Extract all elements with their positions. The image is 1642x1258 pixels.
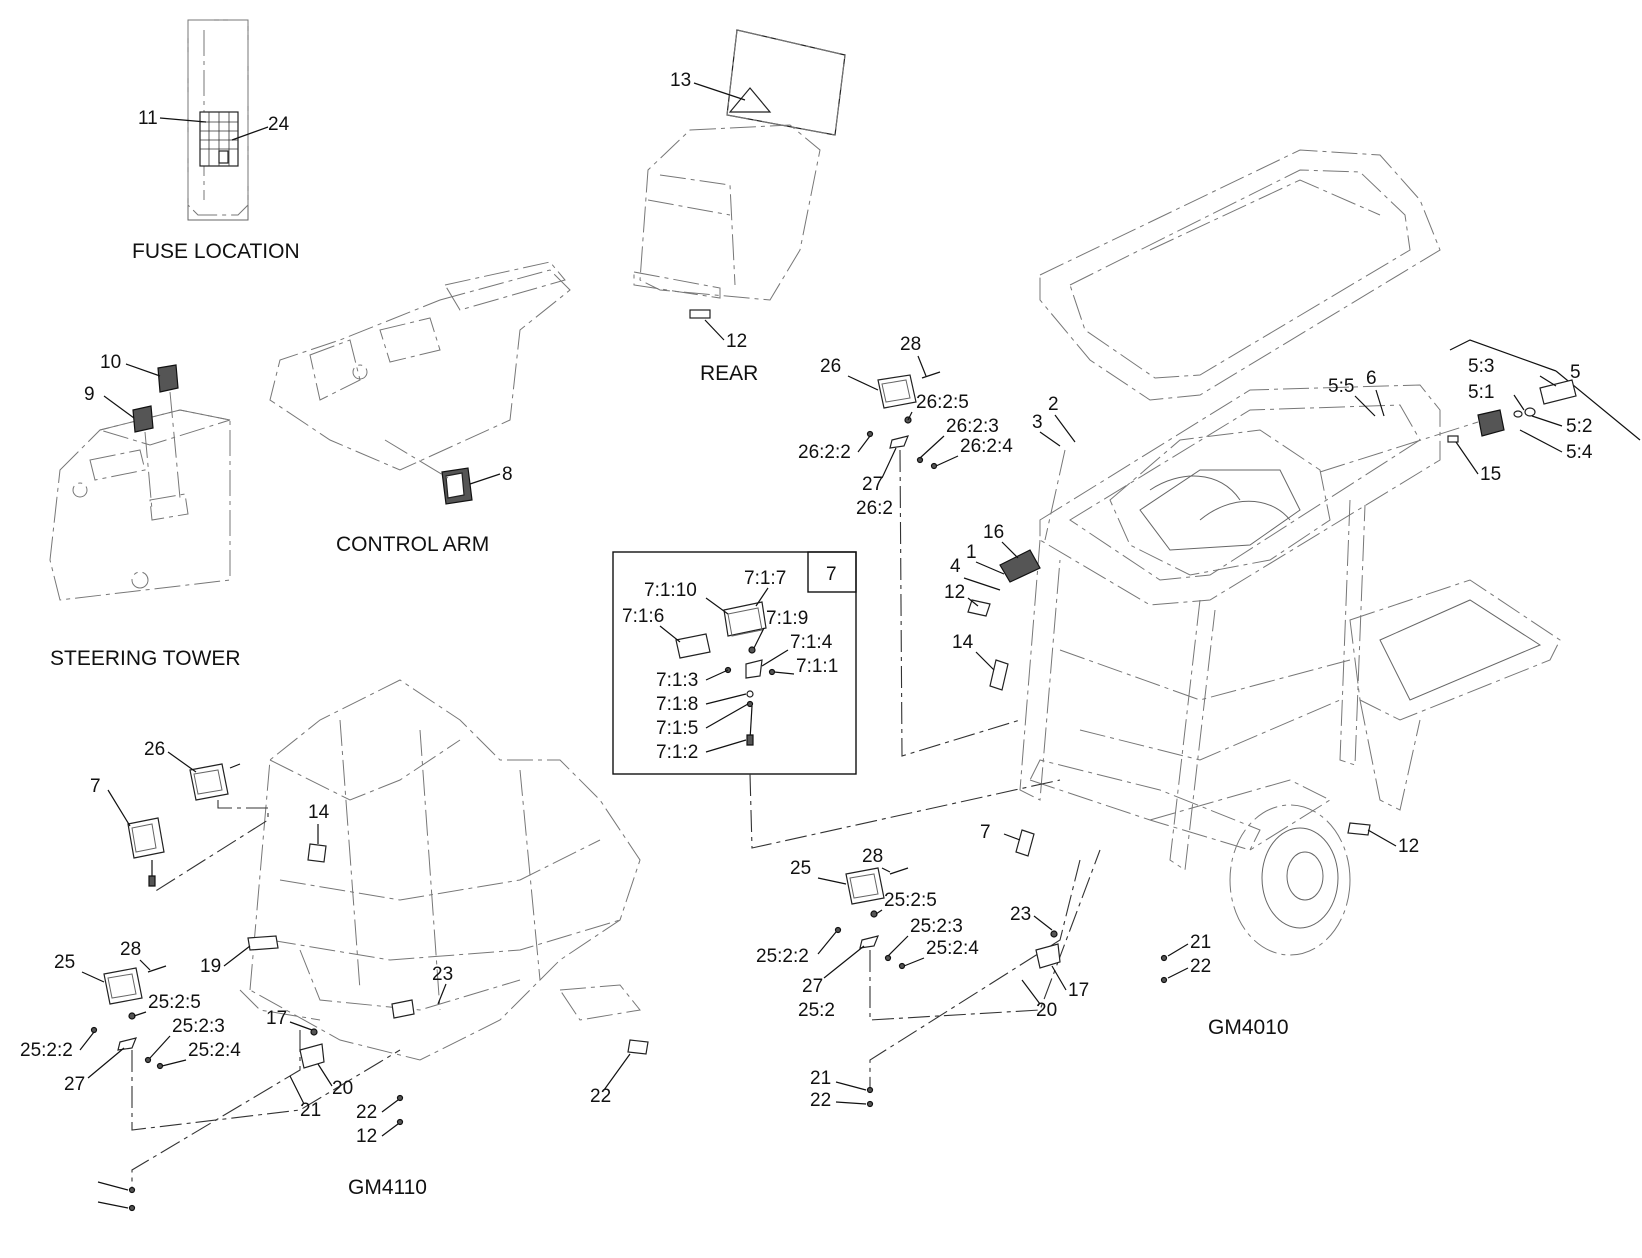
detail-box-7 xyxy=(612,551,857,775)
callout-17-gm4010: 17 xyxy=(1068,980,1089,1001)
callout-5-5: 5:5 xyxy=(1328,376,1354,397)
lamps-left xyxy=(127,763,241,887)
callout-8: 8 xyxy=(502,464,513,485)
callout-18: 19 xyxy=(200,956,221,977)
callout-5-1: 5:1 xyxy=(1468,382,1494,403)
callout-25-2-2-mid: 25:2:2 xyxy=(756,946,809,967)
callout-7-1-1: 7:1:1 xyxy=(796,656,838,677)
callout-25-2-2-left: 25:2:2 xyxy=(20,1040,73,1061)
callout-16: 16 xyxy=(983,522,1004,543)
callout-27-left: 27 xyxy=(64,1074,85,1095)
callout-5: 5 xyxy=(1570,362,1581,383)
callout-25-mid: 25 xyxy=(790,858,811,879)
callout-7-left: 7 xyxy=(90,776,101,797)
callout-26-2-4: 26:2:4 xyxy=(960,436,1013,457)
callout-22-gm4010-left: 22 xyxy=(810,1090,831,1111)
callout-12-gm4110-lower: 22 xyxy=(590,1086,611,1107)
callout-14-upper: 14 xyxy=(952,632,974,653)
callout-7-1-2: 7:1:2 xyxy=(656,742,698,763)
callout-6: 6 xyxy=(1366,368,1377,389)
callout-28-upper: 28 xyxy=(900,334,921,355)
fuse-panel-drawing xyxy=(187,19,249,221)
callout-23-gm4110: 17 xyxy=(266,1008,287,1029)
callout-24: 24 xyxy=(268,114,290,135)
callout-25-left: 25 xyxy=(54,952,75,973)
callout-2: 2 xyxy=(1048,394,1059,415)
caption-fuse-location: FUSE LOCATION xyxy=(132,240,300,263)
gm4010-drawing xyxy=(967,149,1561,956)
callout-20-gm4010: 20 xyxy=(1036,1000,1057,1021)
callout-12-gm4010-upper: 12 xyxy=(944,582,965,603)
control-arm-drawing xyxy=(269,261,571,505)
callout-21-gm4010-left: 21 xyxy=(810,1068,831,1089)
callout-25-2: 25:2 xyxy=(798,1000,835,1021)
callout-5-3: 5:3 xyxy=(1468,356,1494,377)
callout-25-2-4-left: 25:2:4 xyxy=(188,1040,241,1061)
callout-14-lower: 7 xyxy=(980,822,991,843)
callout-19: 23 xyxy=(432,964,453,985)
gm4110-drawing xyxy=(239,679,649,1061)
caption-gm4110: GM4110 xyxy=(348,1176,427,1199)
callout-5-4: 5:4 xyxy=(1566,442,1593,463)
callout-7-1-4: 7:1:4 xyxy=(790,632,833,653)
callout-12-gm4010-lower: 12 xyxy=(1398,836,1419,857)
callout-12-rear: 12 xyxy=(726,331,747,352)
lamp-25-left xyxy=(90,965,167,1070)
callout-3: 3 xyxy=(1032,412,1043,433)
caption-steering-tower: STEERING TOWER xyxy=(50,647,241,670)
callout-25-2-3-mid: 25:2:3 xyxy=(910,916,963,937)
callout-10: 10 xyxy=(100,352,121,373)
callout-20-gm4110: 21 xyxy=(300,1100,321,1121)
callout-26-left: 26 xyxy=(144,739,165,760)
callout-26-2-5: 26:2:5 xyxy=(916,392,969,413)
callout-13: 13 xyxy=(670,70,691,91)
callout-7-1-3: 7:1:3 xyxy=(656,670,698,691)
steering-tower-drawing xyxy=(49,364,231,601)
caption-control-arm: CONTROL ARM xyxy=(336,533,489,556)
callout-7-1-9: 7:1:9 xyxy=(766,608,808,629)
caption-rear: REAR xyxy=(700,362,758,385)
callout-12-gm4110-upper: 14 xyxy=(308,802,330,823)
callout-25-2-4-mid: 25:2:4 xyxy=(926,938,979,959)
callout-22-gm4110-right: 12 xyxy=(356,1126,377,1147)
callout-15: 15 xyxy=(1480,464,1501,485)
callout-17-gm4110: 20 xyxy=(332,1078,353,1099)
caption-gm4010: GM4010 xyxy=(1208,1016,1289,1039)
callout-22-gm4010-right: 22 xyxy=(1190,956,1211,977)
callout-9: 9 xyxy=(84,384,95,405)
callout-26-upper: 26 xyxy=(820,356,841,377)
callout-11: 11 xyxy=(138,108,158,129)
callout-25-2-5-mid: 25:2:5 xyxy=(884,890,937,911)
callout-25-2-3-left: 25:2:3 xyxy=(172,1016,225,1037)
lamp-25-mid xyxy=(834,867,909,970)
callout-28-mid: 28 xyxy=(862,846,883,867)
lamp-26-upper xyxy=(866,371,941,470)
callout-7-1-10: 7:1:10 xyxy=(644,580,697,601)
callout-27-upper: 27 xyxy=(862,474,883,495)
callout-27-mid: 27 xyxy=(802,976,823,997)
callout-21-gm4110-right: 22 xyxy=(356,1102,377,1123)
callout-5-2: 5:2 xyxy=(1566,416,1592,437)
rear-view-drawing xyxy=(633,29,846,319)
callout-28-left: 28 xyxy=(120,939,141,960)
detail-box-number: 7 xyxy=(826,564,837,585)
callout-7-1-7: 7:1:7 xyxy=(744,568,786,589)
callout-23-gm4010: 23 xyxy=(1010,904,1031,925)
callout-26-2-2: 26:2:2 xyxy=(798,442,851,463)
callout-25-2-5-left: 25:2:5 xyxy=(148,992,201,1013)
callout-21-gm4010-right: 21 xyxy=(1190,932,1211,953)
callout-26-2-3: 26:2:3 xyxy=(946,416,999,437)
callout-7-1-5: 7:1:5 xyxy=(656,718,698,739)
callout-4: 4 xyxy=(950,556,961,577)
bracket-17-gm4010 xyxy=(866,930,1168,1108)
callout-7-1-6: 7:1:6 xyxy=(622,606,664,627)
callout-1: 1 xyxy=(966,542,977,563)
callout-26-2: 26:2 xyxy=(856,498,893,519)
callout-7-1-8: 7:1:8 xyxy=(656,694,698,715)
bracket-17-gm4110 xyxy=(128,1028,404,1212)
